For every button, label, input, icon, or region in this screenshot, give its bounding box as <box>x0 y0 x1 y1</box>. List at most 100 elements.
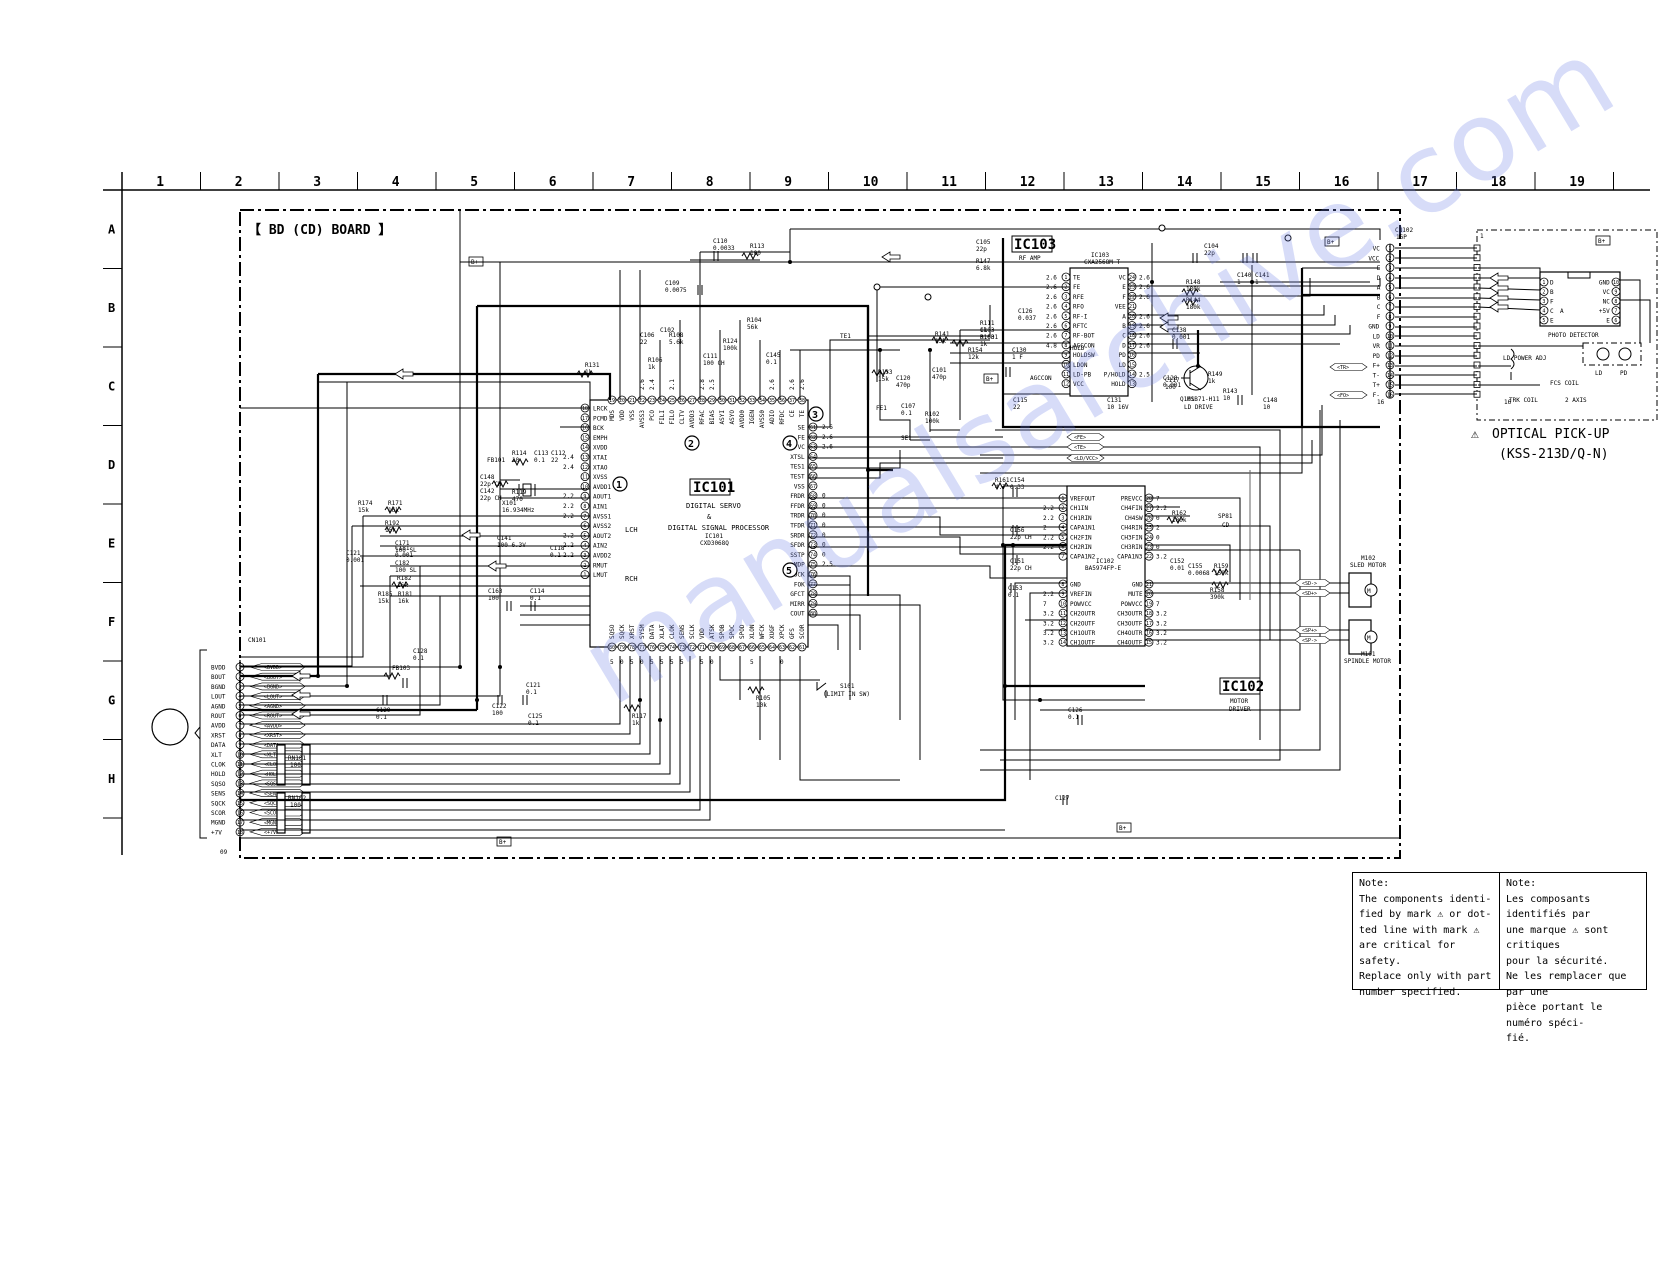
component-value: 1 F <box>1012 354 1023 361</box>
cn102-end: 16 <box>1377 399 1385 406</box>
pd-right-pin-label: E <box>1606 318 1610 325</box>
ic102-desc1: MOTOR <box>1230 698 1248 705</box>
component-ref: C148 <box>1263 397 1278 404</box>
ic101-bottom-pin-num: 70 <box>709 645 715 651</box>
pickup-strip-pin <box>1473 283 1481 291</box>
capacitor-symbol <box>1172 339 1178 349</box>
motor-signal-label: <SD+> <box>1302 591 1317 597</box>
ic102-right-pin-num: 28 <box>1146 496 1152 502</box>
component-value: 16k <box>388 507 399 514</box>
ic103-right-pin-num: 23 <box>1129 285 1135 291</box>
capacitor-symbol <box>382 695 388 705</box>
ic101-top-pin <box>707 395 717 405</box>
pd-right-pin <box>1611 287 1621 296</box>
ic101-right-pin-label: LOCK <box>790 572 805 579</box>
svg-text:B+: B+ <box>499 839 507 846</box>
ic102-right-pin <box>1144 579 1154 589</box>
component-value: 1k <box>585 369 593 376</box>
ic103-right-pin <box>1127 282 1137 292</box>
signal-arrow <box>487 560 507 572</box>
ic101-right-volt: 2.6 <box>822 444 833 451</box>
ic101-top-volt: 2.6 <box>639 379 646 390</box>
photo-detector-box <box>1539 271 1621 327</box>
ic101-top-pin-label: VSS <box>629 410 636 421</box>
cn101-signal-label: <CLOK> <box>264 762 282 768</box>
ic102-right-pin <box>1144 503 1154 513</box>
cn101-pin-label: MGND <box>211 820 226 827</box>
ic103-left-pin-label: RFE <box>1073 294 1084 301</box>
ic101-bottom-pin-num: 75 <box>659 645 665 651</box>
ld-symbol <box>1596 347 1610 361</box>
ic101-right-pin-label: COUT <box>790 611 805 618</box>
ic102-left-pin <box>1058 513 1068 522</box>
ic103-left-volt: 2.6 <box>1046 304 1057 311</box>
ic102-left-pin <box>1058 608 1068 618</box>
resistor-symbol <box>951 338 969 348</box>
ic102-right-pin-num: 25 <box>1146 525 1152 531</box>
ic103-right-pin-num: 19 <box>1129 324 1135 330</box>
pd-left-pin-label: F <box>1550 299 1554 306</box>
component-value: 22p CH <box>1010 534 1032 541</box>
ic102-left-pin-num: 12 <box>1060 621 1066 627</box>
ic102-left-pin-num: 9 <box>1061 592 1064 598</box>
ic103-right-volt: 2.6 <box>1139 323 1150 330</box>
notes-box: Note: The components identi- fied by mar… <box>1352 872 1647 1044</box>
component-ref: FE1 <box>876 405 887 412</box>
switch-desc: (LIMIT IN SW) <box>823 691 870 698</box>
capacitor-symbol <box>530 601 536 611</box>
cn101-signal-label: <AVDD> <box>264 723 282 729</box>
capacitor-symbol <box>1192 253 1198 263</box>
ic101-left-pin-num: 7 <box>583 514 586 520</box>
resistor-symbol <box>1166 515 1184 525</box>
ic103-left-pin-label: RFO <box>1073 304 1084 311</box>
ic103-right-pin <box>1127 272 1137 282</box>
cn101-signal-label: <MGND> <box>264 820 282 826</box>
grid-col-label: 2 <box>235 175 243 190</box>
ic102-right-pin-num: 27 <box>1146 506 1152 512</box>
ic101-bottom-pin-label: ATSK <box>709 624 716 639</box>
junction-dot <box>1250 280 1254 284</box>
resistor-symbol <box>576 369 594 379</box>
cn101-signal-label: <SCOR> <box>264 811 282 817</box>
component-ref: R131 <box>585 362 600 369</box>
circle-marker-3: 3 <box>808 406 824 422</box>
ic103-agccon: AGCCON <box>1030 375 1052 382</box>
ic101-top-pin-label: BIAS <box>709 410 716 425</box>
component-value: 15k <box>935 338 946 345</box>
grid-col-label: 1 <box>156 175 164 190</box>
signal-flag-label: <LD/VCC> <box>1074 456 1098 462</box>
ic103-right-pin <box>1127 340 1137 350</box>
cn101-pin-label: XRST <box>211 732 226 739</box>
notes-en-line: The components identi- <box>1359 893 1492 905</box>
component-value: 0.001 <box>1172 334 1190 341</box>
capacitor-symbol <box>1077 715 1083 725</box>
ic102-left-pin <box>1058 589 1068 599</box>
ic101-right-volt: 2.6 <box>822 424 833 431</box>
ic101-left-pin <box>580 442 590 452</box>
signal-arrow <box>1159 321 1179 333</box>
ic101-right-pin-num: 70 <box>810 513 816 519</box>
motor-signal-flag <box>1294 579 1331 587</box>
pd-right-pin <box>1611 315 1621 325</box>
ic101-bottom-pin-label: SPOC <box>729 624 736 639</box>
component-value: 15k <box>878 376 889 383</box>
ic102-right-pin-label: CH4OUTR <box>1117 630 1143 637</box>
component-value: 180k <box>1186 304 1201 311</box>
grid-col-label: 16 <box>1334 175 1350 190</box>
component-value: 4.7 <box>995 484 1006 491</box>
notes-en-line: fied by mark ⚠ or dot- <box>1359 909 1492 920</box>
grid-col-label: 12 <box>1020 175 1036 190</box>
ic101-right-pin-label: MIRR <box>790 601 805 608</box>
resistor-symbol <box>1211 567 1229 577</box>
ic101-ref: IC101 <box>693 480 735 496</box>
pd-left-pin-label: B <box>1550 289 1554 296</box>
grid-col-label: 14 <box>1177 175 1193 190</box>
ic101-right-volt: 2.6 <box>822 434 833 441</box>
ic102-left-volt: 2.2 <box>1043 505 1054 512</box>
component-value: 150k <box>1214 570 1229 577</box>
notes-english: Note: The components identi- fied by mar… <box>1353 873 1499 998</box>
ic101-left-pin-num: 18 <box>582 406 588 412</box>
component-ref: R143 <box>1223 388 1238 395</box>
ic103-right-pin <box>1127 301 1137 311</box>
component-value: 56k <box>747 324 758 331</box>
